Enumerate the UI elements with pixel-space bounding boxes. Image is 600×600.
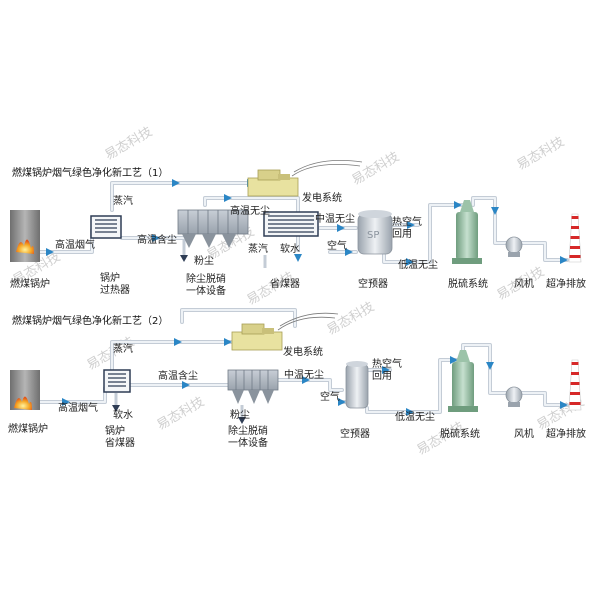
label-desulf: 脱硫系统 bbox=[448, 277, 488, 290]
label-flue-gas: 高温烟气 bbox=[58, 401, 98, 414]
label-boiler: 燃煤锅炉 bbox=[8, 422, 48, 435]
label-exhaust: 超净排放 bbox=[546, 277, 586, 290]
fan-icon bbox=[505, 236, 523, 257]
label-air: 空气 bbox=[320, 390, 340, 403]
label-power: 发电系统 bbox=[283, 345, 323, 358]
preheater-icon bbox=[345, 361, 369, 409]
label-power: 发电系统 bbox=[302, 191, 342, 204]
label-superheater: 锅炉过热器 bbox=[100, 272, 130, 296]
svg-text:易态科技: 易态科技 bbox=[155, 394, 208, 433]
label-preheater: 空预器 bbox=[340, 427, 370, 440]
label-dust-unit: 除尘脱硝一体设备 bbox=[228, 424, 268, 449]
diagram-1-arrows bbox=[46, 179, 568, 266]
label-boiler: 燃煤锅炉 bbox=[10, 277, 50, 290]
heat-exchanger-icon bbox=[263, 211, 319, 237]
diagram-1: 燃煤锅炉烟气绿色净化新工艺（1） bbox=[10, 160, 586, 297]
chimney-icon bbox=[568, 359, 582, 411]
bag-filter-icon bbox=[177, 209, 249, 248]
svg-text:易态科技: 易态科技 bbox=[103, 124, 156, 163]
boiler-icon bbox=[10, 210, 40, 262]
diagram-1-labels: 燃煤锅炉 高温烟气 锅炉过热器 蒸汽 高温含尘 发电系统 高温无尘 粉尘 除尘脱… bbox=[10, 191, 586, 297]
label-soft-water: 软水 bbox=[113, 408, 133, 421]
label-hot-air: 热空气回用 bbox=[372, 357, 402, 382]
label-hot-air: 热空气回用 bbox=[392, 215, 422, 240]
preheater-icon: SP bbox=[357, 210, 393, 255]
svg-text:易态科技: 易态科技 bbox=[515, 134, 568, 173]
diagram-1-pipes bbox=[33, 181, 569, 268]
desulfurization-tower-icon bbox=[452, 200, 482, 264]
svg-text:易态科技: 易态科技 bbox=[325, 299, 378, 338]
label-flue-gas: 高温烟气 bbox=[55, 238, 95, 251]
label-low-clean: 低温无尘 bbox=[398, 258, 438, 271]
label-powder: 粉尘 bbox=[194, 254, 214, 267]
label-desulf: 脱硫系统 bbox=[440, 427, 480, 440]
fan-icon bbox=[505, 386, 523, 407]
chimney-icon bbox=[568, 213, 582, 263]
svg-text:SP: SP bbox=[367, 230, 379, 241]
label-dust-unit: 除尘脱硝一体设备 bbox=[186, 272, 226, 297]
label-soft-water: 软水 bbox=[280, 242, 300, 255]
label-air: 空气 bbox=[327, 239, 347, 252]
label-steam2: 蒸汽 bbox=[248, 242, 268, 255]
label-powder: 粉尘 bbox=[230, 408, 250, 421]
label-dusty: 高温含尘 bbox=[137, 233, 177, 246]
boiler-icon bbox=[10, 370, 40, 410]
generator-icon bbox=[247, 160, 363, 197]
label-clean-hot: 高温无尘 bbox=[230, 204, 270, 217]
label-preheater: 空预器 bbox=[358, 277, 388, 290]
label-economizer: 锅炉省煤器 bbox=[105, 425, 135, 449]
desulfurization-tower-icon bbox=[448, 350, 478, 412]
label-economizer: 省煤器 bbox=[270, 277, 300, 290]
diagram-2-arrows bbox=[62, 338, 568, 424]
label-fan: 风机 bbox=[514, 427, 534, 440]
bag-filter-icon bbox=[227, 369, 279, 404]
label-steam: 蒸汽 bbox=[113, 194, 133, 207]
label-low-clean: 低温无尘 bbox=[395, 410, 435, 423]
label-exhaust: 超净排放 bbox=[546, 427, 586, 440]
label-steam: 蒸汽 bbox=[113, 342, 133, 355]
label-mid-clean: 中温无尘 bbox=[284, 368, 324, 381]
diagram-2-title: 燃煤锅炉烟气绿色净化新工艺（2） bbox=[12, 314, 168, 327]
label-mid-clean: 中温无尘 bbox=[315, 212, 355, 225]
diagram-2: 燃煤锅炉烟气绿色净化新工艺（2） bbox=[8, 308, 586, 449]
svg-text:易态科技: 易态科技 bbox=[350, 149, 403, 188]
diagram-1-title: 燃煤锅炉烟气绿色净化新工艺（1） bbox=[12, 166, 168, 179]
heat-exchanger-icon bbox=[103, 369, 131, 393]
diagram-2-labels: 燃煤锅炉 高温烟气 软水 锅炉省煤器 蒸汽 发电系统 高温含尘 粉尘 除尘脱硝一… bbox=[8, 342, 586, 449]
generator-icon bbox=[231, 312, 339, 351]
heat-exchanger-icon bbox=[90, 215, 122, 239]
label-dusty: 高温含尘 bbox=[158, 369, 198, 382]
label-fan: 风机 bbox=[514, 277, 534, 290]
